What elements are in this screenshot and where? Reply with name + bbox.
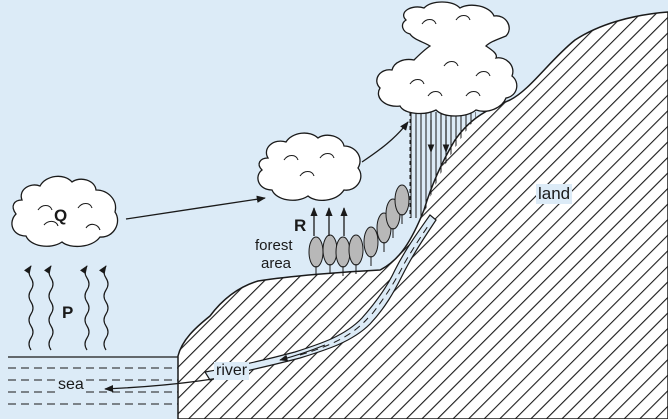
forest-trees — [308, 184, 410, 276]
label-river: river — [214, 362, 250, 380]
tree-icon — [348, 234, 364, 274]
label-forest: forest — [255, 237, 293, 254]
river-flow-arrow — [279, 344, 326, 362]
tree-icon — [322, 234, 338, 274]
tree-icon — [394, 184, 410, 224]
tree-icon — [335, 236, 351, 276]
cloud-q — [11, 175, 119, 248]
cloud-movement-arrow — [361, 121, 409, 163]
cloud-top — [376, 1, 518, 117]
cloud-icon — [11, 175, 119, 248]
label-area: area — [261, 255, 292, 272]
label-sea: sea — [56, 376, 86, 394]
cloud-middle — [257, 132, 362, 201]
tree-icon — [308, 236, 324, 276]
label-land: land — [536, 184, 573, 204]
cloud-movement-arrow — [125, 195, 266, 220]
label-q: Q — [54, 206, 68, 225]
cloud-icon — [257, 132, 362, 201]
rain-column — [410, 112, 476, 218]
wavy-arrow-icon — [24, 265, 109, 351]
transpiration-arrows — [310, 207, 348, 236]
label-p: P — [62, 303, 74, 322]
tree-icon — [363, 226, 379, 266]
cloud-icon — [376, 1, 518, 117]
label-r: R — [294, 216, 307, 235]
river-to-sea-arrow — [104, 376, 226, 393]
